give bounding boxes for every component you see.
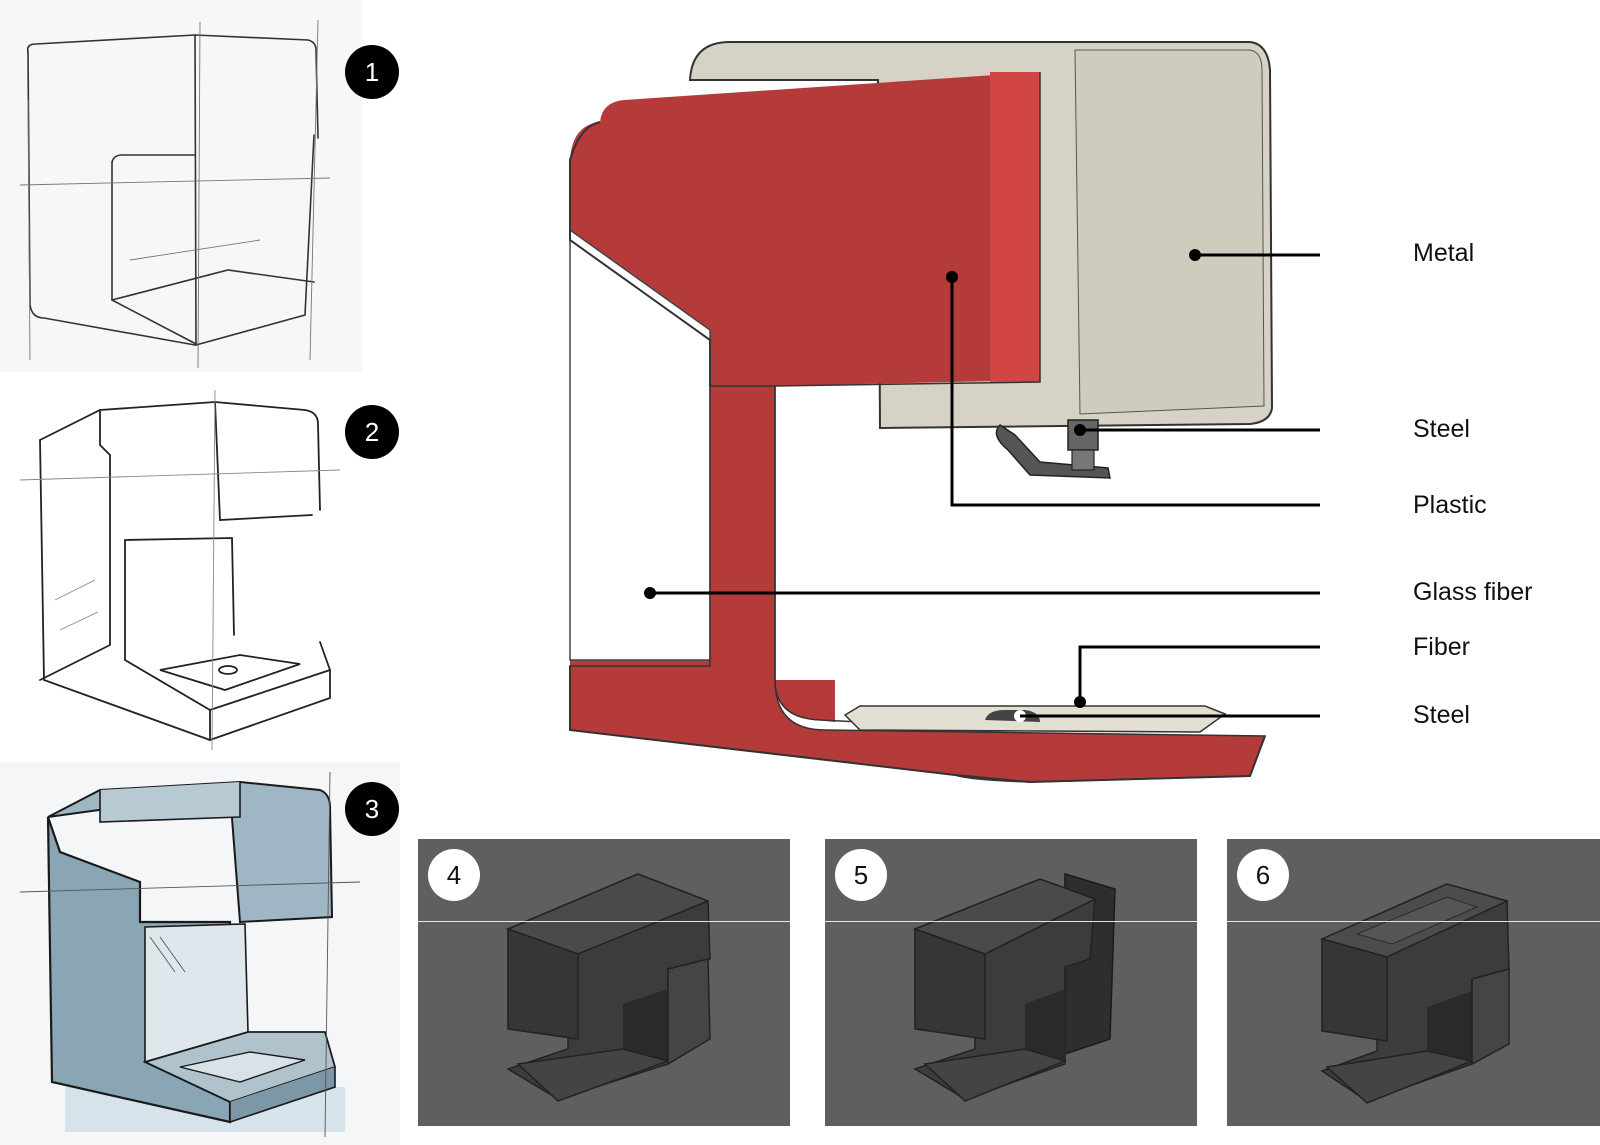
step-number-3: 3 xyxy=(345,782,399,836)
sketch-step-3: 3 xyxy=(0,762,400,1145)
step-number-5: 5 xyxy=(835,849,887,901)
step-number-2: 2 xyxy=(345,405,399,459)
material-callout-render xyxy=(560,30,1320,810)
render-variant-6 xyxy=(1319,883,1510,1104)
material-label-steel-spout: Steel xyxy=(1413,415,1470,443)
render-variant-4 xyxy=(505,873,711,1102)
step-number-6: 6 xyxy=(1237,849,1289,901)
render-step-4: 4 xyxy=(418,839,790,1126)
line-sketch-machine xyxy=(19,389,341,751)
render-step-6: 6 xyxy=(1227,839,1600,1126)
marker-sketch-machine xyxy=(19,771,361,1138)
material-label-fiber: Fiber xyxy=(1413,633,1470,661)
step-number-4: 4 xyxy=(428,849,480,901)
material-label-glass-fiber: Glass fiber xyxy=(1413,578,1533,606)
sketch-step-2: 2 xyxy=(0,380,400,760)
material-label-steel-tray: Steel xyxy=(1413,701,1470,729)
coffee-machine-render xyxy=(569,41,1320,784)
step-number-1: 1 xyxy=(345,45,399,99)
render-step-5: 5 xyxy=(825,839,1197,1126)
sketch-step-1: 1 xyxy=(0,0,399,372)
render-variant-5 xyxy=(912,872,1116,1102)
material-label-metal: Metal xyxy=(1413,239,1475,267)
pencil-sketch-wireframe xyxy=(19,19,331,369)
material-label-plastic: Plastic xyxy=(1413,491,1487,519)
